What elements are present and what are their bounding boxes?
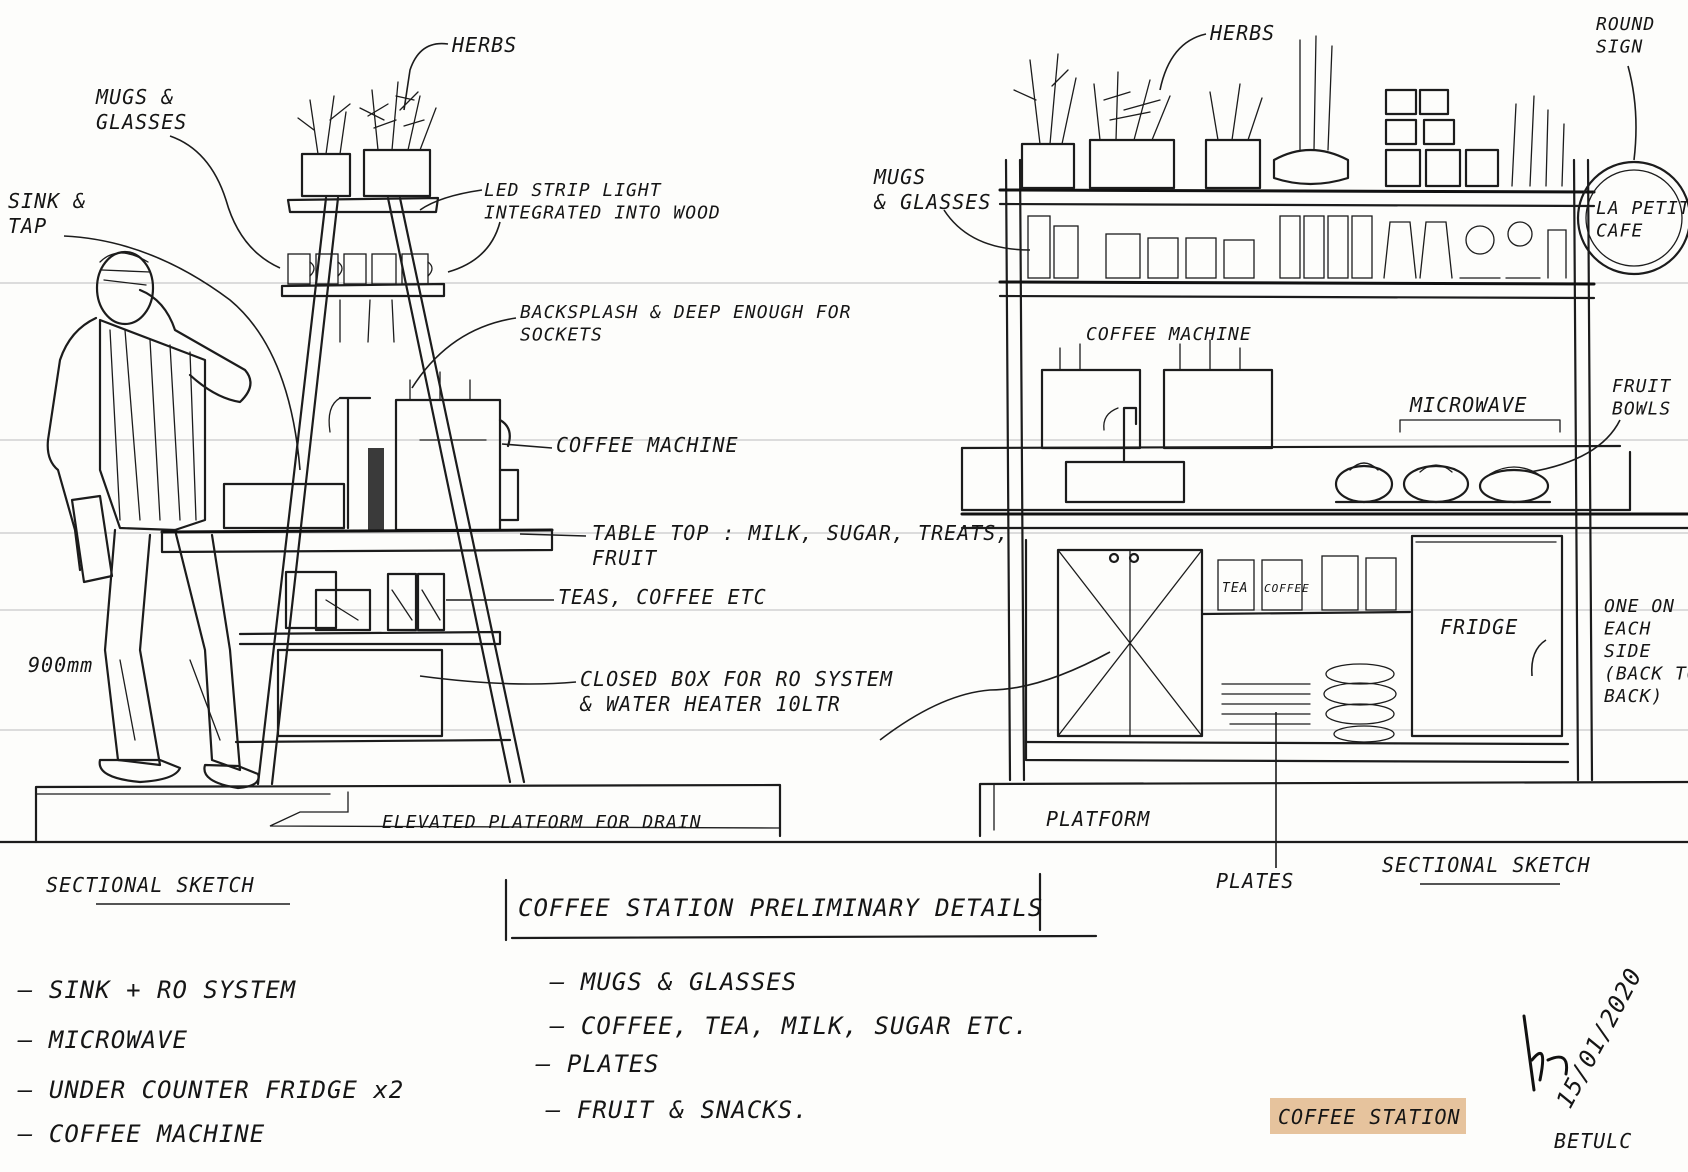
left-table-top bbox=[160, 528, 554, 554]
note-left-3: – UNDER COUNTER FRIDGE x2 bbox=[17, 1076, 404, 1104]
jar-coffee-label: COFFEE bbox=[1264, 582, 1310, 595]
left-sectional-sketch bbox=[34, 81, 782, 844]
label-microwave: MICROWAVE bbox=[1409, 393, 1527, 417]
notes-right-list: – MUGS & GLASSES – COFFEE, TEA, MILK, SU… bbox=[535, 968, 1029, 1124]
right-mugs-shelf bbox=[1027, 215, 1567, 279]
label-mugs-left: MUGS &GLASSES bbox=[95, 85, 187, 134]
handwritten-signature bbox=[1522, 1014, 1569, 1092]
label-teas-coffee: TEAS, COFFEE ETC bbox=[558, 585, 767, 609]
label-mugs-right: MUGS& GLASSES bbox=[873, 165, 991, 214]
note-right-4: – FRUIT & SNACKS. bbox=[545, 1096, 809, 1124]
label-closed-box: CLOSED BOX FOR RO SYSTEM& WATER HEATER 1… bbox=[579, 667, 893, 716]
coffee-station-stamp: COFFEE STATION bbox=[1270, 1098, 1466, 1134]
caption-right-sectional: SECTIONAL SKETCH bbox=[1382, 853, 1591, 877]
note-right-2: – COFFEE, TEA, MILK, SUGAR ETC. bbox=[549, 1012, 1029, 1040]
signoff-name: BETULC bbox=[1554, 1129, 1632, 1153]
signoff: 15/01/2020 BETULC bbox=[1522, 963, 1648, 1153]
right-platform bbox=[978, 780, 1688, 838]
note-right-1: – MUGS & GLASSES bbox=[549, 968, 797, 996]
label-height-900mm: 900mm bbox=[28, 653, 93, 677]
drawing-title: COFFEE STATION PRELIMINARY DETAILS bbox=[518, 894, 1043, 922]
left-annotations: HERBS MUGS &GLASSES SINK &TAP LED STRIP … bbox=[8, 33, 1009, 905]
note-left-4: – COFFEE MACHINE bbox=[17, 1120, 265, 1148]
right-microwave-area bbox=[1334, 419, 1561, 504]
note-right-3: – PLATES bbox=[535, 1050, 660, 1078]
caption-left-sectional: SECTIONAL SKETCH bbox=[46, 873, 255, 897]
construction-guides bbox=[0, 282, 1688, 731]
right-counter bbox=[960, 406, 1688, 530]
note-left-2: – MICROWAVE bbox=[17, 1026, 188, 1054]
label-coffee-machine-right: COFFEE MACHINE bbox=[1086, 324, 1252, 345]
label-coffee-machine-left: COFFEE MACHINE bbox=[556, 433, 739, 457]
jar-tea-label: TEA bbox=[1222, 581, 1248, 596]
label-sink-left: SINK &TAP bbox=[8, 189, 86, 238]
label-platform-right: PLATFORM bbox=[1046, 807, 1150, 831]
overhead-herb-planters bbox=[286, 81, 440, 214]
right-lower-cabinet: TEA COFFEE bbox=[1024, 534, 1570, 764]
left-counter-upper bbox=[222, 371, 520, 532]
note-left-1: – SINK + RO SYSTEM bbox=[17, 976, 297, 1004]
left-lower-cabinet bbox=[234, 570, 512, 744]
label-fridge: FRIDGE bbox=[1440, 615, 1518, 639]
label-herbs-left: HERBS bbox=[451, 33, 517, 57]
label-elevated-platform: ELEVATED PLATFORM FOR DRAIN bbox=[382, 812, 702, 833]
a-frame-structure bbox=[256, 196, 526, 786]
right-top-herbs bbox=[1013, 35, 1565, 190]
title-block: COFFEE STATION PRELIMINARY DETAILS bbox=[504, 872, 1098, 942]
person-figure bbox=[46, 250, 260, 790]
label-herbs-right: HERBS bbox=[1209, 21, 1275, 45]
label-table-top: TABLE TOP : MILK, SUGAR, TREATS,FRUIT bbox=[592, 521, 1009, 570]
right-coffee-machines bbox=[1040, 339, 1274, 450]
stamp-text: COFFEE STATION bbox=[1278, 1105, 1461, 1129]
right-frame bbox=[998, 158, 1596, 782]
notes-left-list: – SINK + RO SYSTEM – MICROWAVE – UNDER C… bbox=[17, 976, 404, 1148]
overhead-mug-shelf bbox=[280, 253, 446, 298]
label-plates: PLATES bbox=[1216, 869, 1294, 893]
signoff-date: 15/01/2020 bbox=[1551, 963, 1648, 1113]
elevated-platform bbox=[34, 783, 782, 844]
